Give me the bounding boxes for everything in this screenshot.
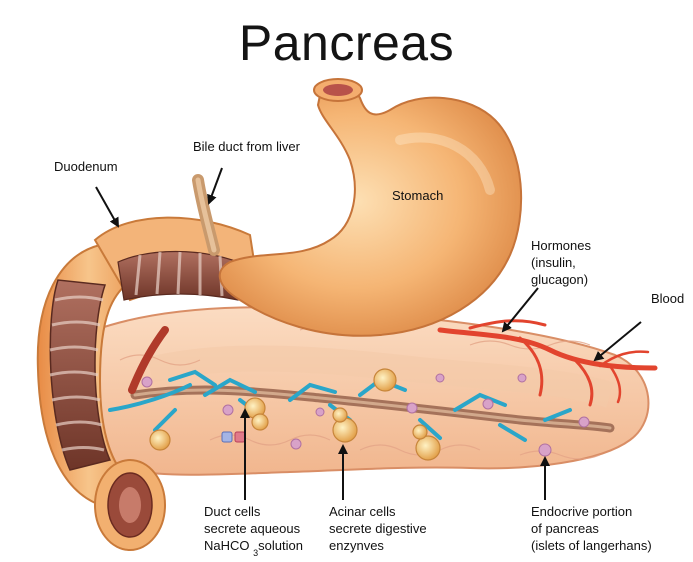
acinar-clusters bbox=[149, 368, 441, 461]
label-duct-cells: Duct cells secrete aqueous NaHCO 3soluti… bbox=[204, 503, 303, 558]
label-endocrine-line3: (islets of langerhans) bbox=[531, 538, 652, 553]
annotation-arrows bbox=[95, 167, 642, 500]
label-endocrine-line1: Endocrive portion bbox=[531, 504, 633, 519]
label-bile-duct: Bile duct from liver bbox=[193, 138, 300, 155]
label-endocrine: Endocrive portion of pancreas (islets of… bbox=[531, 503, 652, 554]
label-acinar-line1: Acinar cells bbox=[329, 504, 396, 519]
label-hormones-line3: glucagon) bbox=[531, 272, 589, 287]
label-blood-text: Blood bbox=[651, 291, 685, 306]
label-duodenum: Duodenum bbox=[54, 158, 118, 175]
label-hormones-line1: Hormones bbox=[531, 238, 591, 253]
label-duct-cells-line3: NaHCO 3solution bbox=[204, 537, 303, 558]
label-hormones: Hormones (insulin, glucagon) bbox=[531, 237, 591, 288]
label-acinar-line3: enzynves bbox=[329, 538, 384, 553]
stomach-organ bbox=[218, 78, 523, 337]
label-bile-duct-text: Bile duct from liver bbox=[193, 139, 300, 154]
label-acinar-line2: secrete digestive bbox=[329, 521, 427, 536]
islets bbox=[141, 373, 590, 457]
label-acinar-cells: Acinar cells secrete digestive enzynves bbox=[329, 503, 427, 554]
label-duct-cells-line2: secrete aqueous bbox=[204, 521, 301, 536]
label-stomach-text: Stomach bbox=[392, 188, 444, 203]
duct-detail bbox=[221, 431, 246, 443]
label-endocrine-line2: of pancreas bbox=[531, 521, 599, 536]
label-blood: Blood bbox=[651, 290, 684, 307]
duodenum-organ bbox=[36, 216, 262, 551]
label-duct-cells-solution: solution bbox=[258, 538, 303, 553]
label-stomach: Stomach bbox=[392, 187, 443, 204]
label-hormones-line2: (insulin, bbox=[531, 255, 576, 270]
label-duodenum-text: Duodenum bbox=[54, 159, 118, 174]
label-duct-cells-subscript: 3 bbox=[253, 548, 259, 558]
page-title: Pancreas bbox=[238, 15, 455, 71]
label-duct-cells-formula: NaHCO bbox=[204, 538, 250, 553]
label-duct-cells-line1: Duct cells bbox=[204, 504, 261, 519]
blood-vessels bbox=[437, 319, 658, 407]
